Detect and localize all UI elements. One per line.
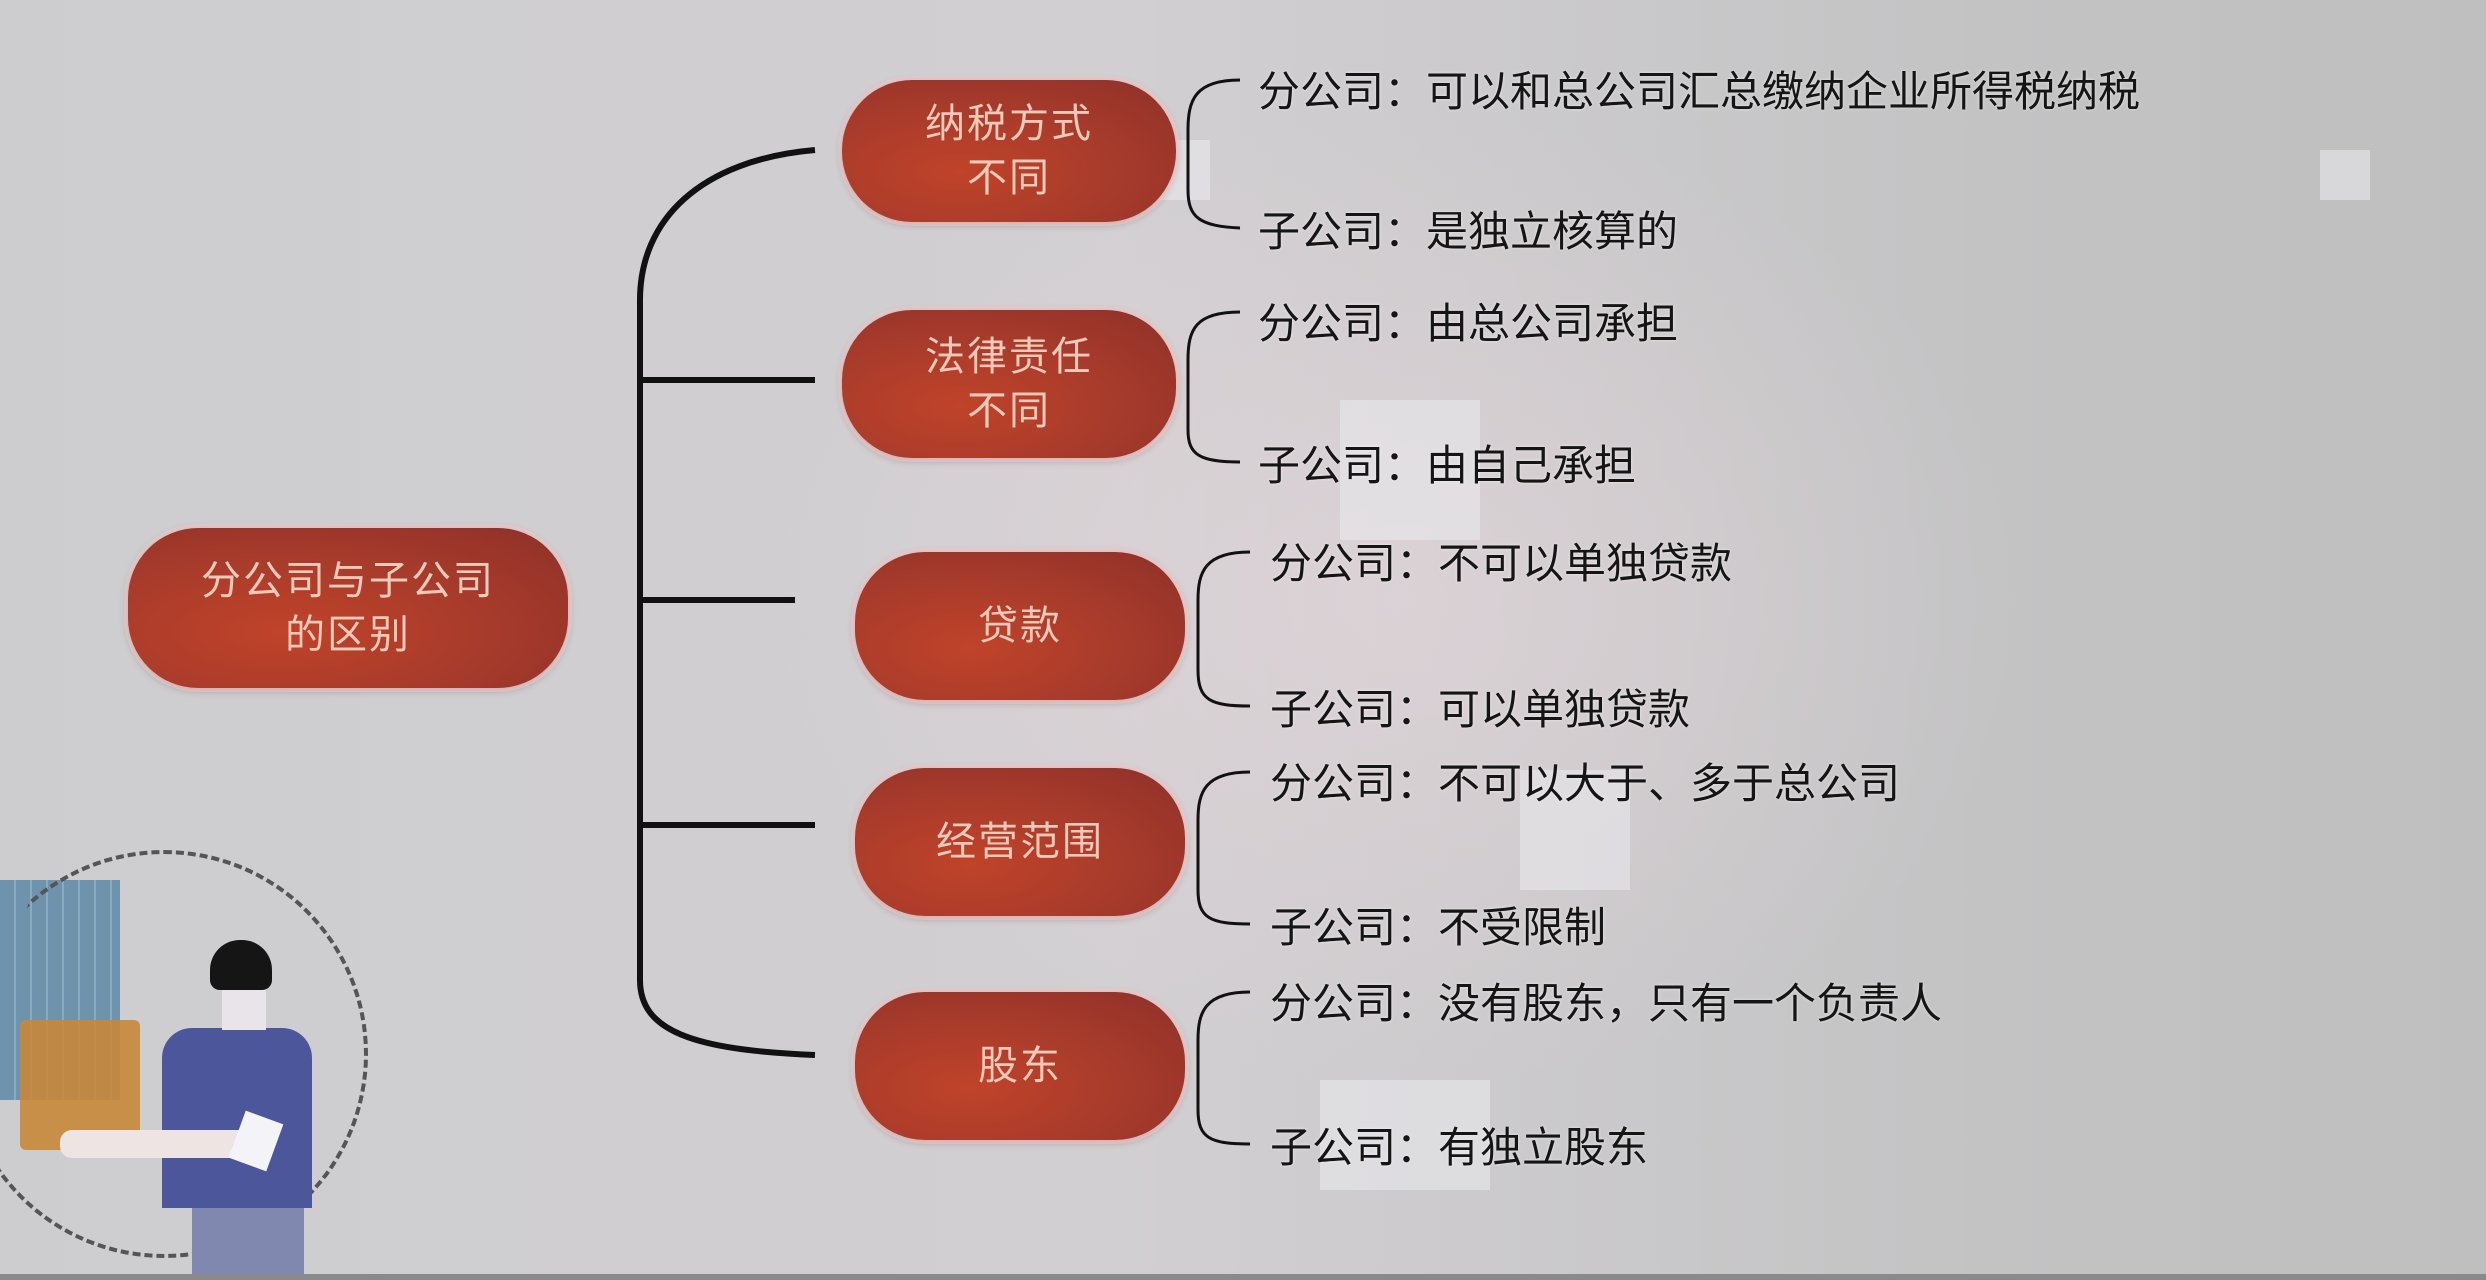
person-hair bbox=[210, 940, 272, 990]
person-body bbox=[162, 1028, 312, 1208]
person-arm bbox=[60, 1130, 260, 1158]
leaf-scope-branch: 分公司：不可以大于、多于总公司 bbox=[1270, 759, 1901, 808]
branch-node-loan: 贷款 bbox=[855, 552, 1185, 700]
branch-label: 经营范围 bbox=[936, 819, 1104, 865]
root-label-line1: 分公司与子公司 bbox=[201, 558, 495, 604]
branch-node-tax: 纳税方式 不同 bbox=[842, 80, 1176, 222]
branch-node-scope: 经营范围 bbox=[855, 768, 1185, 916]
branch-label: 股东 bbox=[978, 1043, 1062, 1089]
leaf-shareholder-branch: 分公司：没有股东，只有一个负责人 bbox=[1270, 979, 1943, 1028]
leaf-shareholder-subsidiary: 子公司：有独立股东 bbox=[1270, 1123, 1649, 1172]
branch-label: 纳税方式 bbox=[925, 101, 1093, 147]
branch-label: 不同 bbox=[967, 388, 1051, 434]
leaf-legal-branch: 分公司：由总公司承担 bbox=[1258, 299, 1679, 348]
person-with-document-illustration-icon bbox=[0, 760, 460, 1280]
leaf-legal-subsidiary: 子公司：由自己承担 bbox=[1258, 441, 1637, 490]
root-node: 分公司与子公司 的区别 bbox=[128, 528, 568, 688]
leaf-scope-subsidiary: 子公司：不受限制 bbox=[1270, 903, 1607, 952]
leaf-loan-subsidiary: 子公司：可以单独贷款 bbox=[1270, 685, 1691, 734]
branch-label: 贷款 bbox=[978, 603, 1062, 649]
background-tile bbox=[1320, 1080, 1490, 1190]
branch-node-shareholder: 股东 bbox=[855, 992, 1185, 1140]
leaf-tax-branch: 分公司：可以和总公司汇总缴纳企业所得税纳税 bbox=[1258, 67, 2141, 116]
background-tile bbox=[1520, 770, 1630, 890]
dashed-circle-decoration bbox=[0, 850, 368, 1258]
bottom-edge bbox=[0, 1274, 2486, 1280]
background-tile bbox=[2320, 150, 2370, 200]
root-label-line2: 的区别 bbox=[285, 612, 411, 658]
branch-node-legal: 法律责任 不同 bbox=[842, 310, 1176, 458]
background-tile bbox=[1340, 400, 1480, 540]
branch-label: 不同 bbox=[967, 155, 1051, 201]
branch-label: 法律责任 bbox=[925, 334, 1093, 380]
person-legs bbox=[192, 1208, 304, 1280]
box-icon bbox=[20, 1020, 140, 1150]
leaf-loan-branch: 分公司：不可以单独贷款 bbox=[1270, 539, 1733, 588]
leaf-tax-subsidiary: 子公司：是独立核算的 bbox=[1258, 207, 1679, 256]
